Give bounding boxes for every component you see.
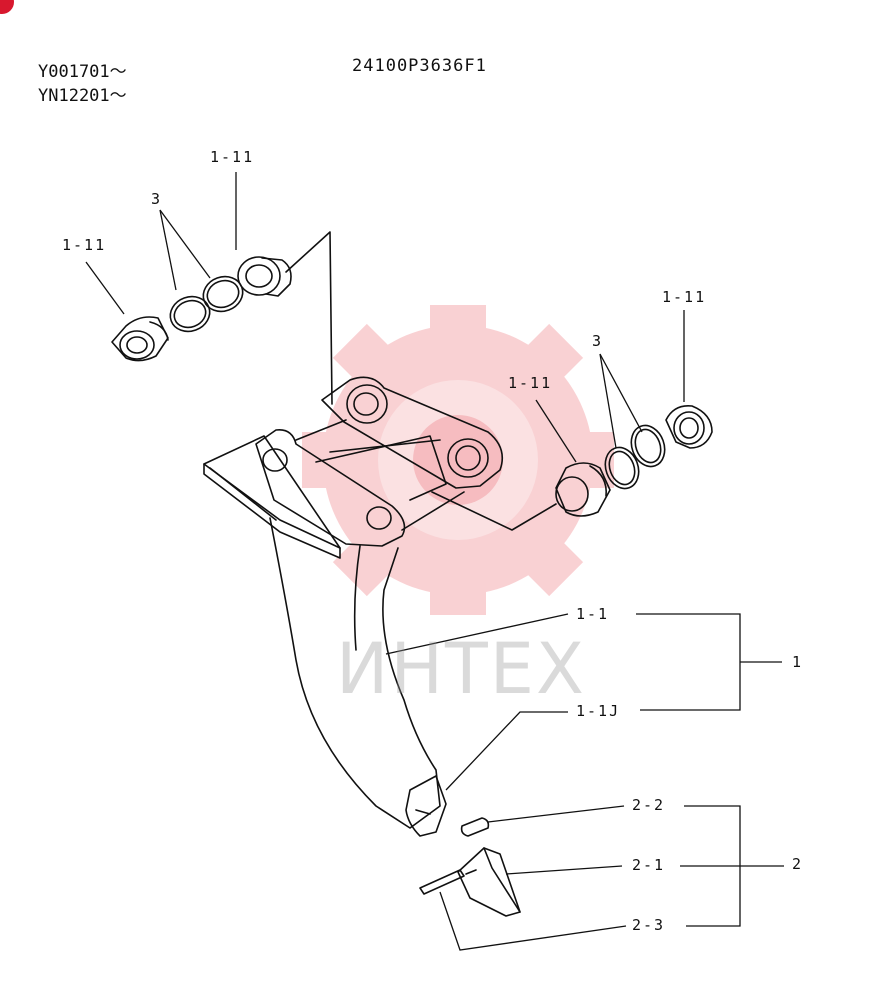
pin-2-2 (460, 817, 490, 837)
watermark-text: ИНТЕХ (336, 628, 586, 710)
bushing-left-inner (237, 256, 292, 297)
callout-2: 2 (792, 855, 804, 873)
bushing-right-inner (555, 462, 611, 517)
callout-2-1: 2-1 (632, 856, 666, 874)
callout-3-left: 3 (151, 190, 163, 208)
callout-3-right: 3 (592, 332, 604, 350)
callout-1-11-right-inner: 1-11 (508, 374, 553, 392)
ripper-shank (203, 376, 504, 837)
o-ring-right-2 (630, 424, 666, 468)
tooth-2-1 (457, 847, 521, 917)
callout-1: 1 (792, 653, 804, 671)
watermark-gear-icon (302, 305, 614, 615)
part-number-title: 24100P3636F1 (352, 56, 487, 76)
bushing-right-outer (665, 404, 713, 449)
callout-1-11-top: 1-11 (210, 148, 255, 166)
pin-2-3 (419, 869, 465, 895)
serial-range-2: YN12201～ (38, 86, 127, 106)
callout-1-11-right-outer: 1-11 (662, 288, 707, 306)
callout-1-1j: 1-1J (576, 702, 621, 720)
bushing-left-outer (111, 316, 169, 362)
o-ring-right-1 (604, 446, 640, 490)
callout-1-1: 1-1 (576, 605, 610, 623)
callout-2-3: 2-3 (632, 916, 666, 934)
leader-lines (85, 172, 784, 951)
serial-range-1: Y001701～ (38, 62, 127, 82)
callout-1-11-left: 1-11 (62, 236, 107, 254)
callout-2-2: 2-2 (632, 796, 666, 814)
